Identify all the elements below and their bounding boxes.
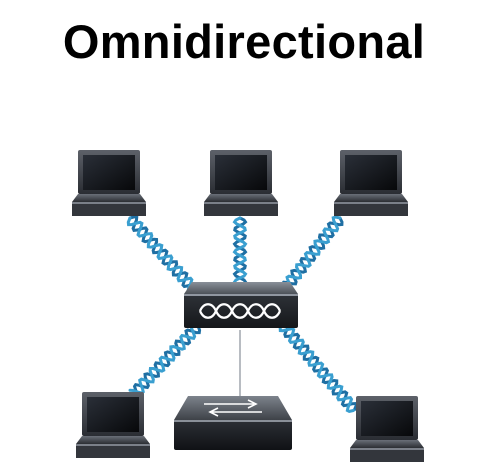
links-layer xyxy=(126,215,358,413)
helix-link-top-right xyxy=(280,215,342,292)
helix-link-bottom-right-strand-b xyxy=(280,321,358,411)
helix-link-top-center xyxy=(232,216,248,288)
helix-link-top-center-strand-b xyxy=(232,216,248,288)
helix-link-top-left xyxy=(126,216,201,294)
hub-device-icon xyxy=(184,282,298,328)
laptop-icon xyxy=(334,150,408,216)
diagram-title: Omnidirectional xyxy=(62,15,426,68)
helix-link-bottom-right xyxy=(278,322,355,413)
laptop-icon xyxy=(350,396,424,462)
switch-icon xyxy=(174,396,292,450)
helix-link-bottom-left xyxy=(128,323,200,395)
laptop-icon xyxy=(76,392,150,458)
laptop-icon xyxy=(204,150,278,216)
laptop-icon xyxy=(72,150,146,216)
